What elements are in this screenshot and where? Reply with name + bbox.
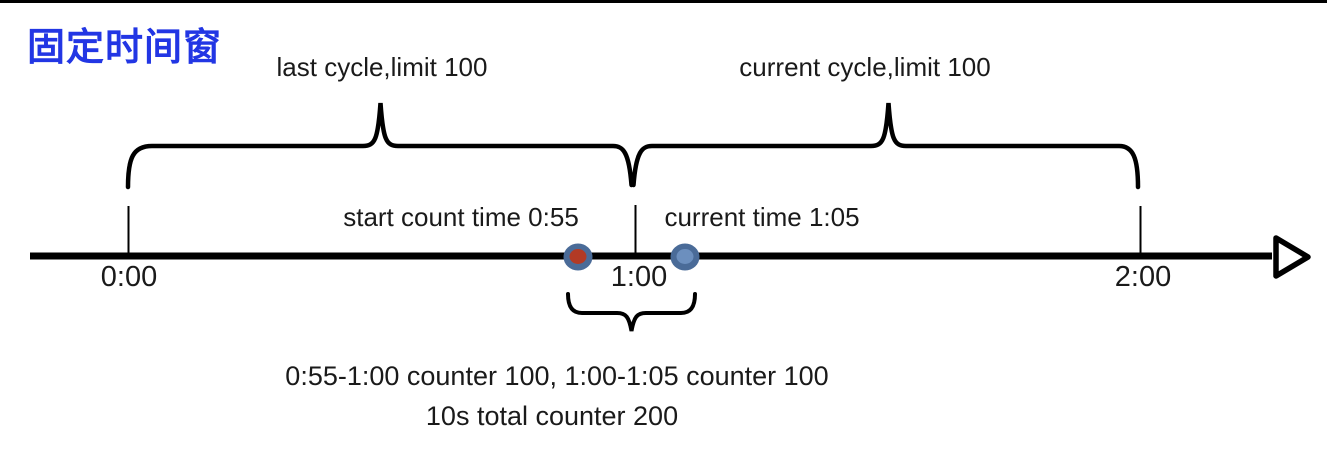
ten-second-window-brace	[566, 292, 697, 332]
current-cycle-label: current cycle,limit 100	[739, 52, 991, 82]
total-counter-line: 10s total counter 200	[425, 401, 679, 431]
last-cycle-brace	[125, 102, 634, 190]
timeline-arrowhead-icon	[1273, 235, 1311, 279]
tick-label-0-00: 0:00	[100, 261, 158, 293]
start-count-dot	[569, 249, 587, 264]
current-time-label: current time 1:05	[664, 202, 860, 232]
tick-label-1-00: 1:00	[610, 261, 668, 293]
current-cycle-brace	[631, 102, 1141, 190]
last-cycle-label: last cycle,limit 100	[276, 52, 488, 82]
counter-summary-line: 0:55-1:00 counter 100, 1:00-1:05 counter…	[285, 361, 829, 391]
tick-label-2-00: 2:00	[1114, 261, 1172, 293]
diagram-title: 固定时间窗	[27, 27, 223, 69]
start-count-time-label: start count time 0:55	[343, 202, 579, 232]
current-time-dot	[676, 249, 694, 264]
top-border-line	[0, 0, 1327, 3]
